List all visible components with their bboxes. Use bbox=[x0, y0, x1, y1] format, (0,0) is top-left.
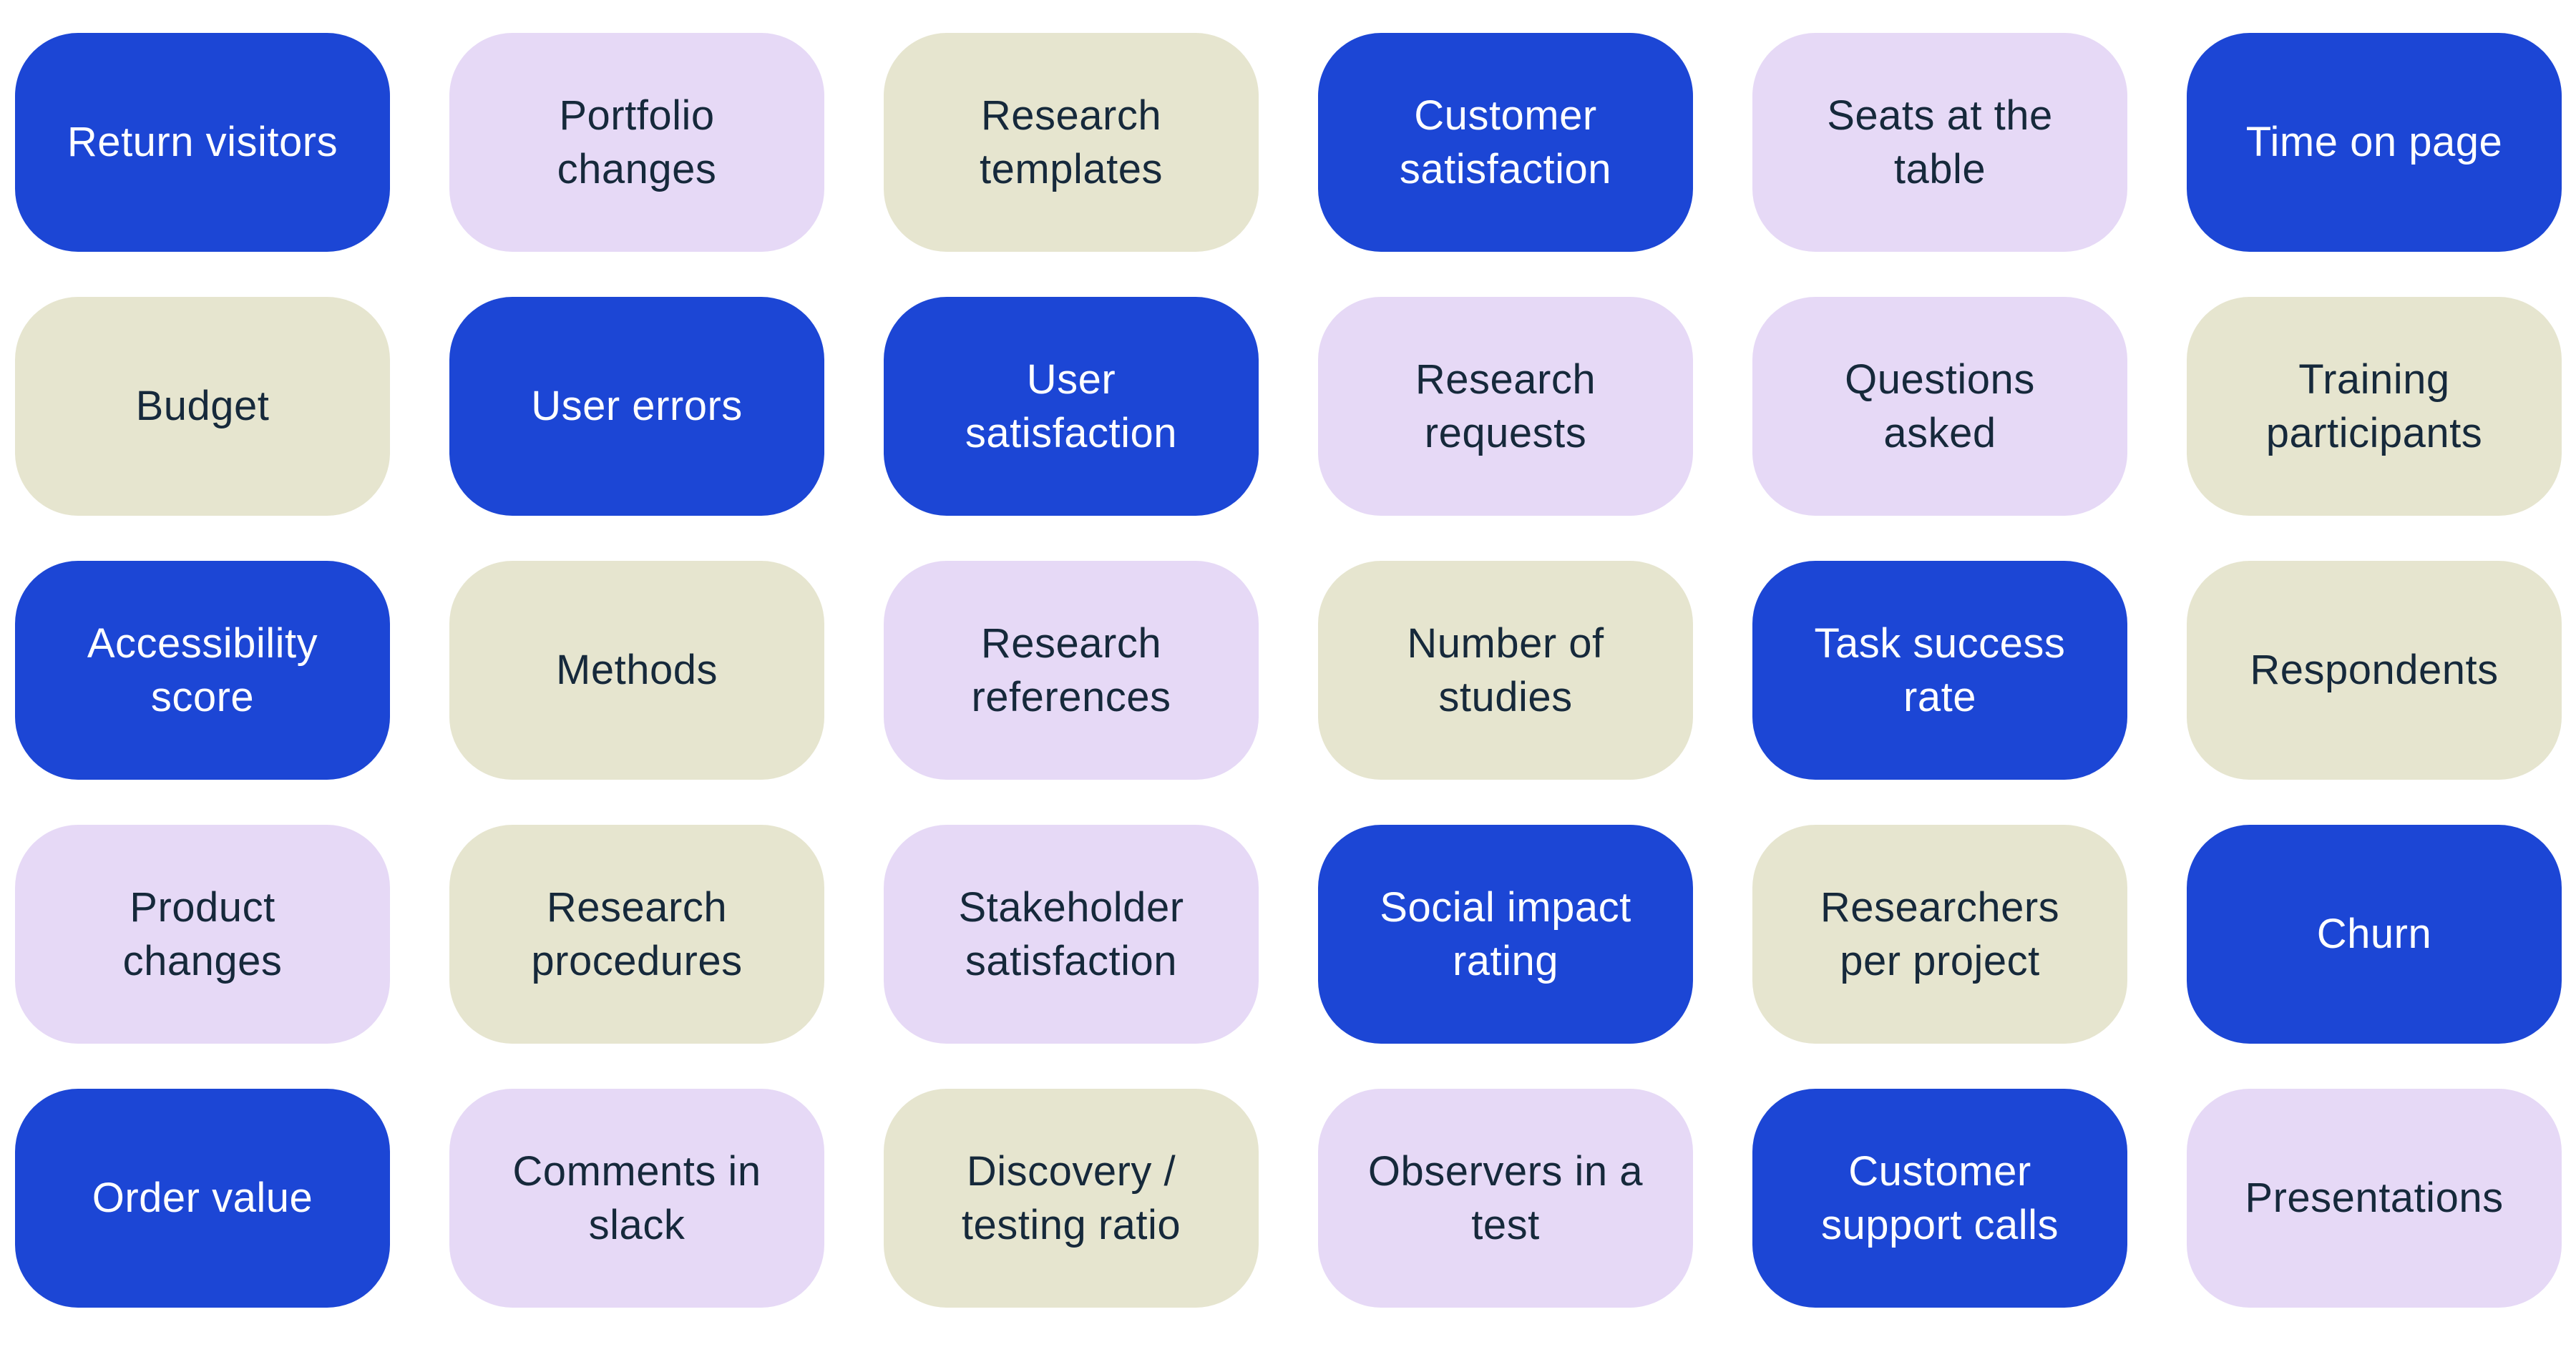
metric-card[interactable]: Comments in slack bbox=[449, 1089, 824, 1308]
metric-card-label: Training participants bbox=[2265, 356, 2483, 456]
metric-card-label: Number of studies bbox=[1407, 619, 1604, 720]
metric-card-label: Research references bbox=[971, 619, 1171, 720]
metric-card-label: Portfolio changes bbox=[557, 92, 717, 192]
metric-card-label: Questions asked bbox=[1845, 356, 2035, 456]
metric-card[interactable]: Return visitors bbox=[15, 33, 390, 252]
metric-card[interactable]: Training participants bbox=[2187, 297, 2562, 516]
metric-card[interactable]: Social impact rating bbox=[1318, 825, 1693, 1044]
metric-card[interactable]: Time on page bbox=[2187, 33, 2562, 252]
metric-card[interactable]: Number of studies bbox=[1318, 561, 1693, 780]
metric-card-label: Research procedures bbox=[531, 883, 743, 984]
metric-card-label: Task success rate bbox=[1814, 619, 2066, 720]
metric-card-label: Presentations bbox=[2245, 1175, 2504, 1222]
metric-card[interactable]: Research requests bbox=[1318, 297, 1693, 516]
metric-card[interactable]: Portfolio changes bbox=[449, 33, 824, 252]
metric-card-label: Budget bbox=[135, 383, 270, 430]
metric-card-label: Observers in a test bbox=[1367, 1147, 1644, 1248]
metric-card-label: Research templates bbox=[980, 92, 1163, 192]
metric-card-label: Customer support calls bbox=[1820, 1147, 2059, 1248]
metric-card[interactable]: Seats at the table bbox=[1752, 33, 2127, 252]
metric-card[interactable]: Presentations bbox=[2187, 1089, 2562, 1308]
metric-card[interactable]: Task success rate bbox=[1752, 561, 2127, 780]
metric-card[interactable]: Discovery / testing ratio bbox=[884, 1089, 1259, 1308]
metric-card[interactable]: Research procedures bbox=[449, 825, 824, 1044]
metric-card-label: Return visitors bbox=[67, 119, 338, 166]
metric-card[interactable]: Observers in a test bbox=[1318, 1089, 1693, 1308]
metric-card-label: Churn bbox=[2316, 911, 2432, 958]
metric-card-label: User satisfaction bbox=[965, 356, 1178, 456]
metric-card[interactable]: Methods bbox=[449, 561, 824, 780]
metric-card-label: Accessibility score bbox=[87, 619, 318, 720]
metric-card[interactable]: Respondents bbox=[2187, 561, 2562, 780]
metric-card[interactable]: Research templates bbox=[884, 33, 1259, 252]
metric-card[interactable]: Customer support calls bbox=[1752, 1089, 2127, 1308]
metric-card[interactable]: Product changes bbox=[15, 825, 390, 1044]
metric-card-label: Seats at the table bbox=[1827, 92, 2053, 192]
metric-card-label: Stakeholder satisfaction bbox=[958, 883, 1184, 984]
metric-card-label: Customer satisfaction bbox=[1399, 92, 1612, 192]
metric-card-label: Comments in slack bbox=[512, 1147, 761, 1248]
metric-card-label: Time on page bbox=[2245, 119, 2503, 166]
metric-card-label: User errors bbox=[531, 383, 743, 430]
metric-card[interactable]: Researchers per project bbox=[1752, 825, 2127, 1044]
metric-card[interactable]: User errors bbox=[449, 297, 824, 516]
metric-card-label: Social impact rating bbox=[1380, 883, 1631, 984]
metric-card[interactable]: Order value bbox=[15, 1089, 390, 1308]
metric-card-label: Order value bbox=[92, 1175, 313, 1222]
metric-card[interactable]: Churn bbox=[2187, 825, 2562, 1044]
metric-card[interactable]: Budget bbox=[15, 297, 390, 516]
metric-card[interactable]: Customer satisfaction bbox=[1318, 33, 1693, 252]
metric-card-label: Discovery / testing ratio bbox=[961, 1147, 1181, 1248]
metric-card-label: Researchers per project bbox=[1820, 883, 2060, 984]
metric-card[interactable]: Stakeholder satisfaction bbox=[884, 825, 1259, 1044]
metric-card[interactable]: Research references bbox=[884, 561, 1259, 780]
metric-card[interactable]: Accessibility score bbox=[15, 561, 390, 780]
metric-card-label: Respondents bbox=[2250, 647, 2499, 694]
metric-card-label: Methods bbox=[556, 647, 718, 694]
metric-card-label: Research requests bbox=[1415, 356, 1596, 456]
metric-card[interactable]: User satisfaction bbox=[884, 297, 1259, 516]
metric-card-label: Product changes bbox=[122, 883, 283, 984]
metric-card[interactable]: Questions asked bbox=[1752, 297, 2127, 516]
